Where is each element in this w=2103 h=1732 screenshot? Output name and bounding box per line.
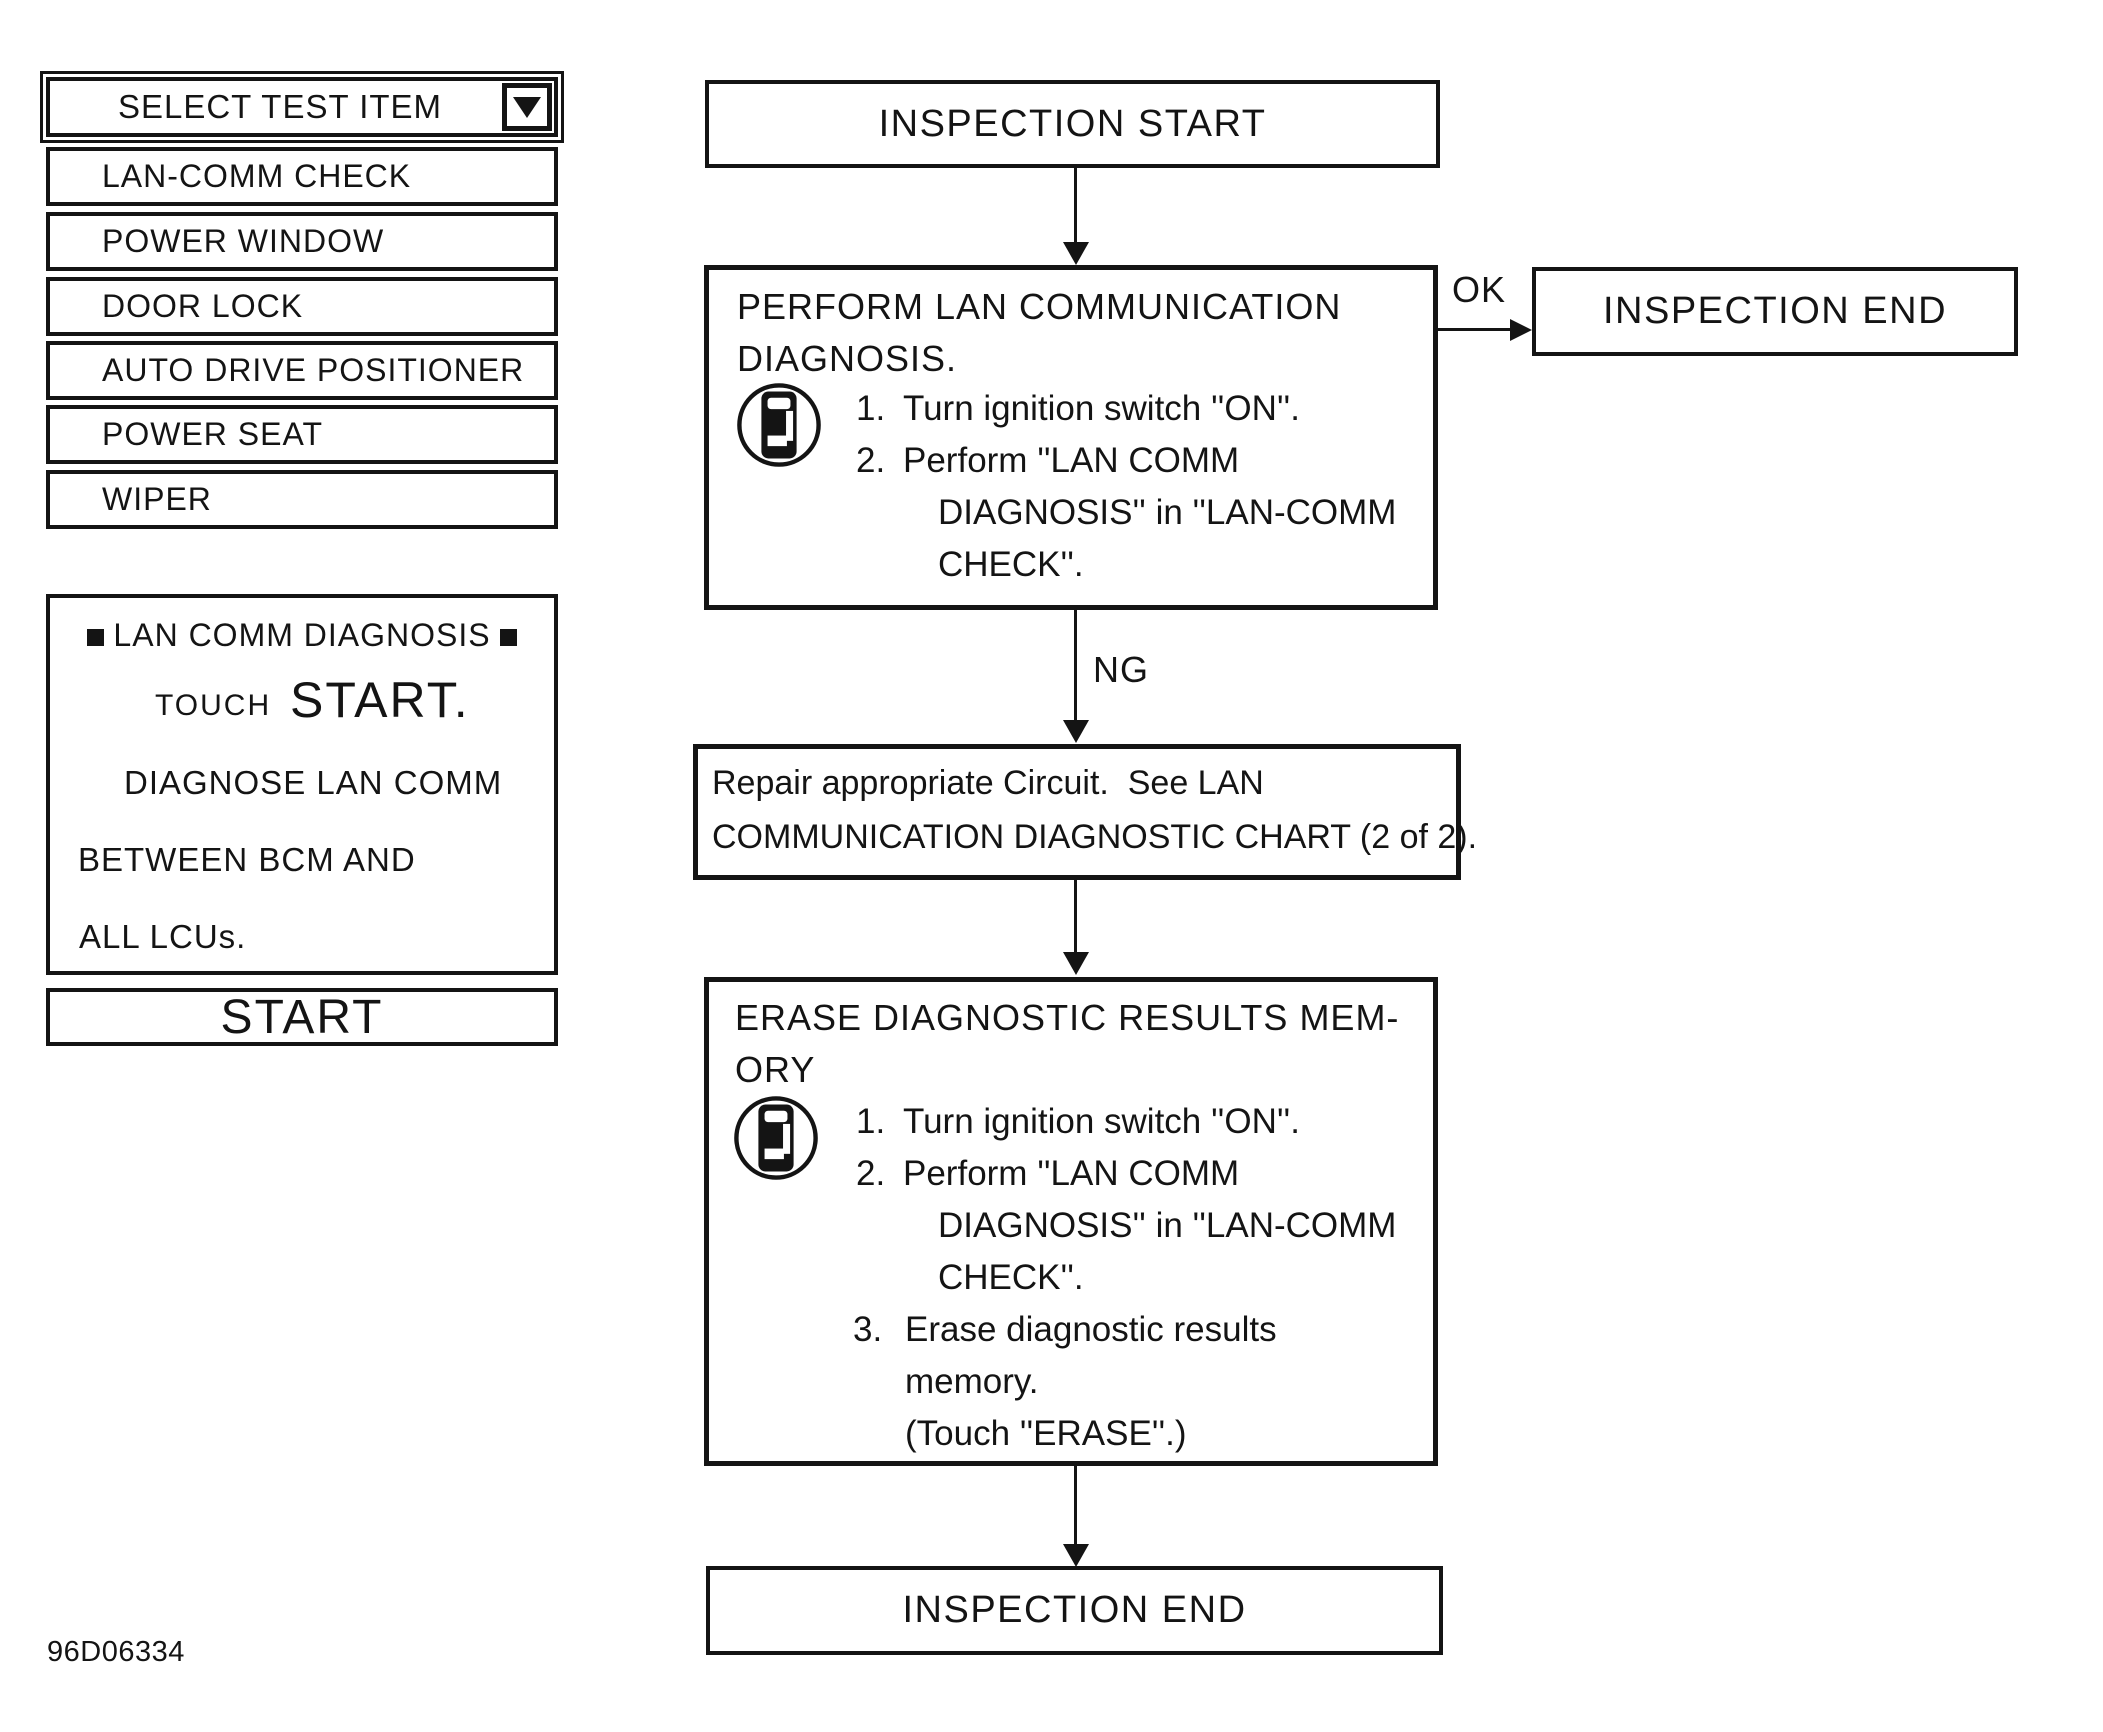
erase-step2-text: Perform ''LAN COMM bbox=[903, 1154, 1240, 1193]
test-item-label: LAN-COMM CHECK bbox=[102, 158, 412, 194]
flow-arrow-line bbox=[1074, 1466, 1077, 1546]
inspection-start-box: INSPECTION START bbox=[705, 80, 1440, 168]
test-item-lan-comm-check: LAN-COMM CHECK bbox=[46, 147, 558, 206]
test-item-power-seat: POWER SEAT bbox=[46, 405, 558, 464]
inspection-end-bottom-box: INSPECTION END bbox=[706, 1566, 1443, 1655]
inspection-end-label: INSPECTION END bbox=[902, 1589, 1247, 1631]
inspection-end-top-box: INSPECTION END bbox=[1532, 267, 2018, 356]
consult-tool-icon bbox=[737, 383, 821, 467]
consult-tool-icon bbox=[734, 1096, 818, 1180]
flow-arrow-line bbox=[1074, 168, 1077, 244]
flow-arrow-line bbox=[1074, 880, 1077, 954]
inspection-start-label: INSPECTION START bbox=[878, 102, 1267, 145]
start-button: START bbox=[46, 988, 558, 1046]
flow-arrow-line bbox=[1438, 328, 1512, 331]
erase-step2-num: 2. bbox=[856, 1154, 886, 1193]
lan-panel-header: LAN COMM DIAGNOSIS bbox=[50, 619, 554, 651]
arrow-down-icon bbox=[1063, 1544, 1089, 1567]
erase-title-line1: ERASE DIAGNOSTIC RESULTS MEM- bbox=[735, 997, 1400, 1038]
dropdown-button bbox=[502, 83, 552, 131]
perform-title-line1: PERFORM LAN COMMUNICATION bbox=[737, 286, 1342, 327]
perform-step2-text: Perform ''LAN COMM bbox=[903, 441, 1240, 480]
select-test-item-header: SELECT TEST ITEM bbox=[46, 77, 558, 137]
test-item-label: POWER SEAT bbox=[102, 416, 323, 452]
erase-step1-num: 1. bbox=[856, 1102, 886, 1141]
repair-line1: Repair appropriate Circuit. See LAN bbox=[712, 764, 1264, 802]
lan-comm-diagnosis-panel: LAN COMM DIAGNOSIS TOUCH START. DIAGNOSE… bbox=[46, 594, 558, 975]
test-item-auto-drive-positioner: AUTO DRIVE POSITIONER bbox=[46, 341, 558, 400]
test-item-label: WIPER bbox=[102, 481, 212, 517]
select-test-item-label: SELECT TEST ITEM bbox=[117, 88, 443, 125]
lan-panel-start-word: START. bbox=[290, 672, 470, 728]
ok-branch-label: OK bbox=[1452, 269, 1507, 310]
perform-lan-diagnosis-box bbox=[704, 265, 1438, 610]
figure-code: 96D06334 bbox=[47, 1636, 185, 1668]
erase-step3-text: Erase diagnostic results bbox=[905, 1310, 1277, 1349]
arrow-down-icon bbox=[1063, 952, 1089, 975]
test-item-label: DOOR LOCK bbox=[102, 288, 304, 324]
erase-step1-text: Turn ignition switch ''ON''. bbox=[903, 1102, 1300, 1141]
erase-step2-text-cont: DIAGNOSIS'' in ''LAN-COMM bbox=[938, 1206, 1397, 1245]
test-item-door-lock: DOOR LOCK bbox=[46, 277, 558, 336]
perform-step1-text: Turn ignition switch ''ON''. bbox=[903, 389, 1300, 428]
erase-step2-text-cont: CHECK''. bbox=[938, 1258, 1084, 1297]
inspection-end-label: INSPECTION END bbox=[1602, 290, 1948, 332]
perform-step2-num: 2. bbox=[856, 441, 886, 480]
lan-panel-line-diagnose: DIAGNOSE LAN COMM bbox=[124, 764, 503, 801]
flow-arrow-line bbox=[1074, 610, 1077, 722]
repair-circuit-box bbox=[693, 744, 1461, 880]
erase-step3-text-cont: (Touch ''ERASE''.) bbox=[905, 1414, 1187, 1453]
arrow-right-icon bbox=[1510, 319, 1532, 341]
perform-title-line2: DIAGNOSIS. bbox=[737, 338, 958, 379]
square-bullet-icon bbox=[500, 629, 518, 646]
erase-step3-text-cont: memory. bbox=[905, 1362, 1039, 1401]
test-item-label: AUTO DRIVE POSITIONER bbox=[102, 352, 525, 388]
lan-panel-title: LAN COMM DIAGNOSIS bbox=[113, 617, 491, 653]
test-item-wiper: WIPER bbox=[46, 470, 558, 529]
perform-step2-text-cont: CHECK''. bbox=[938, 545, 1084, 584]
lan-panel-line-between: BETWEEN BCM AND bbox=[78, 841, 416, 878]
arrow-down-icon bbox=[1063, 242, 1089, 265]
repair-line2: COMMUNICATION DIAGNOSTIC CHART (2 of 2). bbox=[712, 818, 1478, 856]
erase-title-line2: ORY bbox=[735, 1049, 816, 1090]
test-item-power-window: POWER WINDOW bbox=[46, 212, 558, 271]
erase-diagnostic-memory-box bbox=[704, 977, 1438, 1466]
lan-panel-touch-word: TOUCH bbox=[155, 689, 272, 722]
erase-step3-num: 3. bbox=[853, 1310, 883, 1349]
square-bullet-icon bbox=[86, 629, 104, 646]
perform-step2-text-cont: DIAGNOSIS'' in ''LAN-COMM bbox=[938, 493, 1397, 532]
chevron-down-icon bbox=[513, 96, 541, 118]
ng-branch-label: NG bbox=[1093, 649, 1149, 690]
test-item-label: POWER WINDOW bbox=[102, 223, 385, 259]
start-button-label: START bbox=[220, 990, 384, 1044]
lan-panel-line-all-lcus: ALL LCUs. bbox=[79, 918, 247, 955]
perform-step1-num: 1. bbox=[856, 389, 886, 428]
arrow-down-icon bbox=[1063, 720, 1089, 743]
